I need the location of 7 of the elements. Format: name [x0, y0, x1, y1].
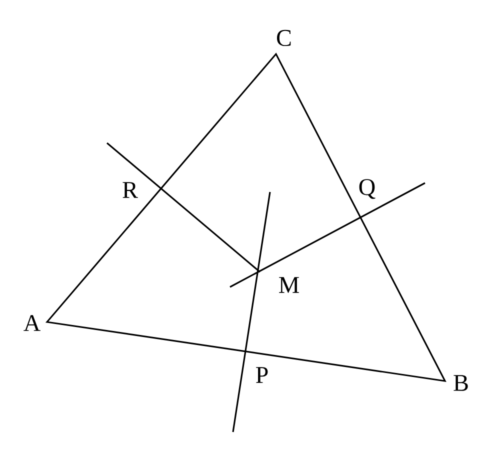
point-label: B [454, 375, 468, 391]
point-label: C [276, 30, 291, 46]
point-label: A [24, 315, 40, 331]
point-label: R [122, 182, 138, 198]
point-label: P [256, 367, 268, 383]
point-label: M [279, 277, 299, 293]
point-label: Q [359, 179, 376, 199]
